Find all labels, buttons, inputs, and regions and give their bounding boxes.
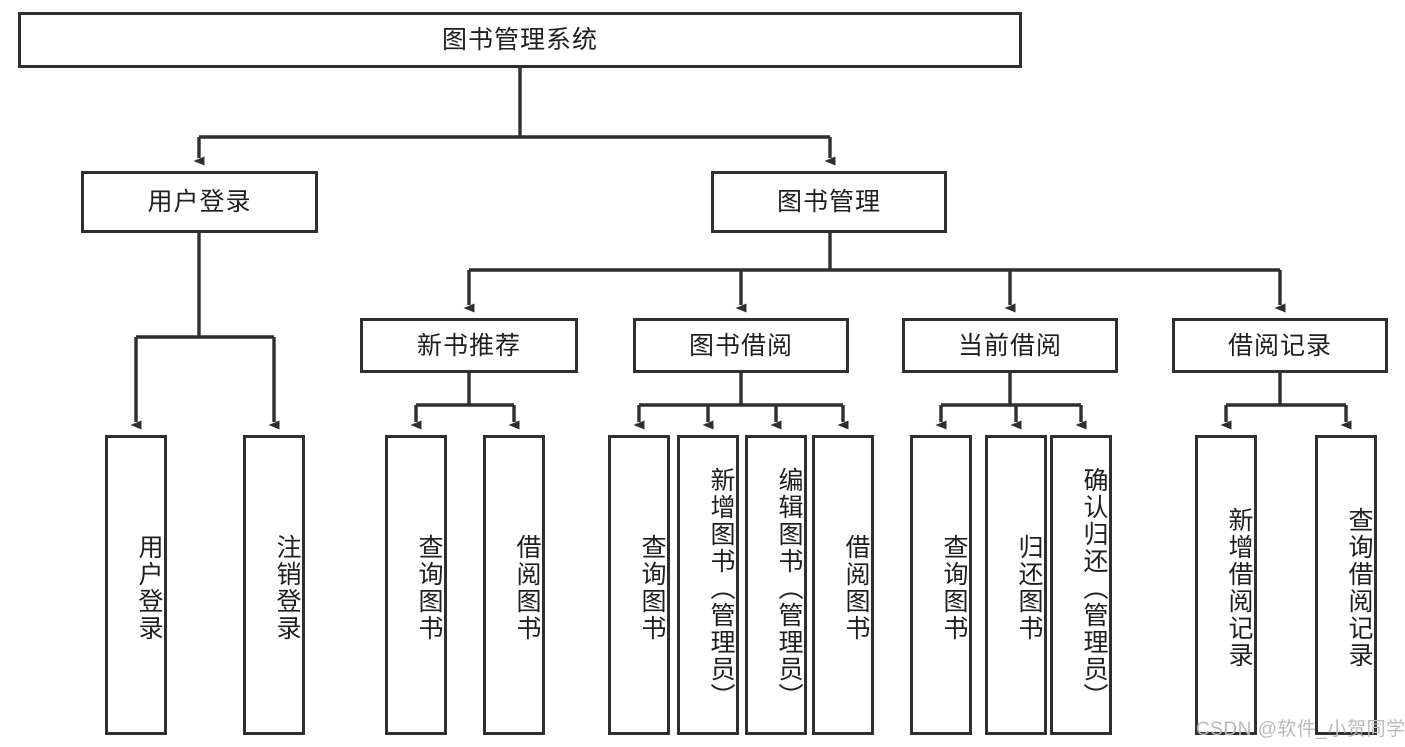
node-current-borrow[interactable]: 当前借阅 [902,318,1118,373]
leaf-logout[interactable]: 注销登录 [243,435,305,735]
leaf-add-book-admin-label: 新增图书（管理员） [707,466,735,710]
leaf-borrow-books-1-label: 借阅图书 [513,534,541,642]
node-book-borrow-label: 图书借阅 [688,331,793,360]
leaf-query-borrow-record[interactable]: 查询借阅记录 [1315,435,1377,735]
leaf-edit-book-admin[interactable]: 编辑图书（管理员） [745,435,807,735]
node-user-login-label: 用户登录 [147,188,252,216]
leaf-query-books-2-label: 查询图书 [638,534,666,642]
leaf-user-login-label: 用户登录 [135,534,163,642]
node-book-borrow[interactable]: 图书借阅 [633,318,849,373]
leaf-user-login[interactable]: 用户登录 [105,435,167,735]
leaf-return-books-label: 归还图书 [1015,534,1043,642]
leaf-confirm-return-admin-label: 确认归还（管理员） [1080,466,1108,710]
leaf-add-book-admin[interactable]: 新增图书（管理员） [677,435,739,735]
node-borrow-record[interactable]: 借阅记录 [1172,318,1388,373]
leaf-confirm-return-admin[interactable]: 确认归还（管理员） [1050,435,1112,735]
leaf-return-books[interactable]: 归还图书 [985,435,1047,735]
leaf-borrow-books-2-label: 借阅图书 [842,534,870,642]
leaf-query-books-1[interactable]: 查询图书 [385,435,447,735]
node-book-management-label: 图书管理 [776,188,881,216]
leaf-query-books-3[interactable]: 查询图书 [910,435,972,735]
leaf-add-borrow-record-label: 新增借阅记录 [1225,507,1253,669]
node-borrow-record-label: 借阅记录 [1227,331,1332,360]
node-root[interactable]: 图书管理系统 [18,12,1022,68]
leaf-query-borrow-record-label: 查询借阅记录 [1345,507,1373,669]
leaf-add-borrow-record[interactable]: 新增借阅记录 [1195,435,1257,735]
leaf-query-books-2[interactable]: 查询图书 [608,435,670,735]
leaf-query-books-3-label: 查询图书 [940,534,968,642]
node-new-book-recommend-label: 新书推荐 [416,331,521,360]
node-user-login[interactable]: 用户登录 [81,171,318,233]
leaf-borrow-books-2[interactable]: 借阅图书 [812,435,874,735]
node-root-label: 图书管理系统 [441,26,598,54]
leaf-query-books-1-label: 查询图书 [415,534,443,642]
node-current-borrow-label: 当前借阅 [957,331,1062,360]
leaf-logout-label: 注销登录 [273,534,301,642]
csdn-watermark: CSDN @软件_小贺同学 [1196,719,1405,740]
leaf-edit-book-admin-label: 编辑图书（管理员） [775,466,803,710]
node-new-book-recommend[interactable]: 新书推荐 [360,318,578,373]
node-book-management[interactable]: 图书管理 [711,171,947,233]
leaf-borrow-books-1[interactable]: 借阅图书 [483,435,545,735]
